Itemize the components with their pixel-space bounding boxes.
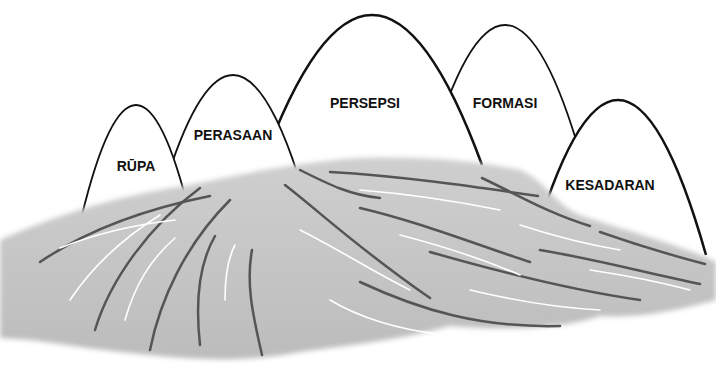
peak-outline — [168, 75, 298, 175]
mountain-peak: PERSEPSI — [262, 15, 482, 165]
aggregate-label: PERASAAN — [194, 127, 273, 143]
mountain-peak: PERASAAN — [168, 75, 298, 175]
aggregate-label: FORMASI — [473, 95, 538, 111]
peak-outline — [262, 15, 482, 165]
aggregate-label: KESADARAN — [565, 177, 654, 193]
aggregate-label: PERSEPSI — [330, 95, 400, 111]
aggregate-label: RŪPA — [117, 158, 156, 174]
